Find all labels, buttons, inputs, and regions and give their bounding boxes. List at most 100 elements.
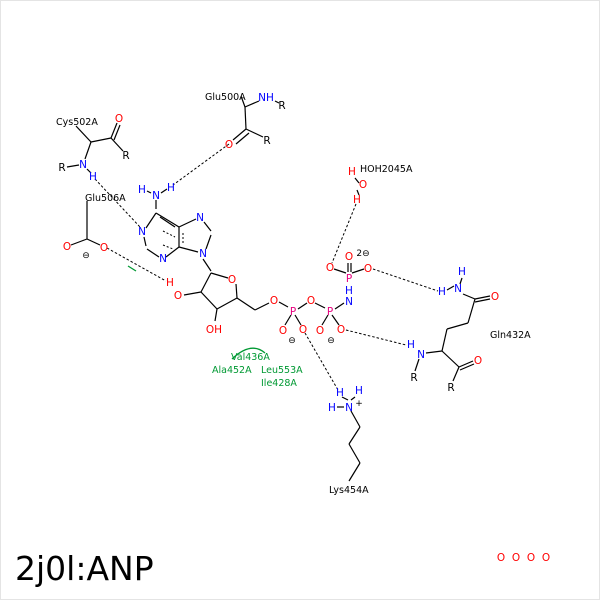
atom-label: H bbox=[345, 285, 353, 297]
bond bbox=[216, 297, 238, 310]
atom-label: O bbox=[512, 552, 520, 564]
atom-label: H bbox=[167, 182, 175, 194]
atom-label: O bbox=[100, 242, 108, 254]
bond bbox=[350, 396, 356, 401]
atom-label: H bbox=[89, 171, 97, 183]
hydrogen-bond bbox=[304, 332, 339, 391]
bond bbox=[459, 277, 463, 285]
bond bbox=[314, 302, 326, 309]
bond bbox=[331, 314, 340, 326]
atom-label: 2⊖ bbox=[356, 249, 369, 259]
bond bbox=[66, 164, 80, 168]
atom-label: OH bbox=[206, 324, 222, 336]
atom-label: N bbox=[196, 212, 204, 224]
atom-label: N bbox=[138, 226, 146, 238]
bond bbox=[334, 302, 345, 310]
atom-label: ⊖ bbox=[82, 251, 90, 261]
atom-label: O bbox=[364, 263, 372, 275]
bond bbox=[183, 291, 202, 296]
atom-label: H bbox=[407, 339, 415, 351]
hydrophobic-label-val436: Val436A bbox=[231, 352, 270, 363]
bond bbox=[200, 272, 212, 293]
bond bbox=[467, 298, 476, 324]
atom-label: P bbox=[346, 273, 352, 285]
bond bbox=[356, 189, 360, 196]
atom-label: H bbox=[166, 277, 174, 289]
aromatic-bond bbox=[162, 244, 174, 250]
residue-label-hoh2045: HOH2045A bbox=[360, 164, 413, 175]
bond bbox=[348, 462, 361, 482]
atom-label: NH bbox=[258, 92, 274, 104]
bond bbox=[446, 285, 455, 291]
atom-label: O bbox=[474, 355, 482, 367]
bond bbox=[143, 236, 147, 247]
bond bbox=[274, 100, 280, 104]
bond bbox=[348, 443, 361, 464]
bond bbox=[441, 350, 460, 368]
atom-label: H bbox=[138, 184, 146, 196]
bond bbox=[90, 137, 112, 143]
bond bbox=[75, 125, 92, 143]
diagram-title: 2j0l:ANP bbox=[15, 549, 154, 588]
atom-label: O bbox=[337, 324, 345, 336]
bond bbox=[155, 212, 180, 228]
atom-label: O bbox=[345, 251, 353, 263]
atom-label: H bbox=[353, 194, 361, 206]
atom-label: O bbox=[542, 552, 550, 564]
bond bbox=[203, 221, 212, 232]
hydrophobic-label-ala452: Ala452A bbox=[212, 365, 252, 376]
hydrophobic-label-leu553: Leu553A bbox=[261, 365, 303, 376]
atom-label: N bbox=[417, 349, 425, 361]
atom-label: O bbox=[63, 241, 71, 253]
atom-label: R bbox=[122, 150, 129, 162]
bond bbox=[354, 177, 360, 184]
hydrogen-bond bbox=[94, 178, 141, 228]
atom-label: H bbox=[328, 402, 336, 414]
bond bbox=[474, 295, 491, 300]
bond bbox=[245, 128, 264, 138]
atom-label: H bbox=[355, 385, 363, 397]
bond bbox=[254, 302, 270, 311]
atom-label: O bbox=[228, 274, 236, 286]
bond bbox=[178, 246, 199, 253]
atom-label: O bbox=[527, 552, 535, 564]
atom-label: R bbox=[278, 100, 285, 112]
atom-label: O bbox=[270, 295, 278, 307]
hydrogen-bond bbox=[106, 247, 167, 282]
bond bbox=[297, 302, 308, 310]
bond bbox=[232, 128, 247, 141]
atom-label: N bbox=[79, 159, 87, 171]
atom-label: N bbox=[345, 402, 353, 414]
bond bbox=[165, 246, 180, 258]
bond bbox=[110, 122, 118, 139]
bond bbox=[441, 328, 448, 352]
atom-label: O bbox=[115, 113, 123, 125]
atom-label: O bbox=[497, 552, 505, 564]
atom-label: R bbox=[447, 382, 454, 394]
bond bbox=[474, 298, 491, 303]
bond bbox=[244, 106, 247, 130]
bond bbox=[236, 297, 256, 311]
atom-label: R bbox=[410, 372, 417, 384]
hydrophobic-label-ile428: Ile428A bbox=[261, 378, 297, 389]
bond bbox=[452, 366, 460, 382]
atom-label: H bbox=[336, 387, 344, 399]
hydrophobic-contact-arc bbox=[127, 265, 137, 272]
hydrophobic-contact-arc bbox=[231, 347, 266, 360]
bond bbox=[178, 218, 197, 228]
bond bbox=[294, 314, 302, 326]
bond bbox=[235, 132, 250, 145]
residue-label-lys454: Lys454A bbox=[329, 485, 369, 496]
bond bbox=[159, 216, 176, 228]
atom-label: O bbox=[225, 139, 233, 151]
bond bbox=[113, 124, 121, 141]
bond bbox=[278, 301, 289, 308]
bond bbox=[240, 95, 246, 108]
bond bbox=[205, 234, 212, 250]
atom-label: H bbox=[348, 166, 356, 178]
atom-label: O bbox=[326, 262, 334, 274]
atom-label: O bbox=[299, 324, 307, 336]
atom-label: ⊖ bbox=[327, 336, 335, 346]
